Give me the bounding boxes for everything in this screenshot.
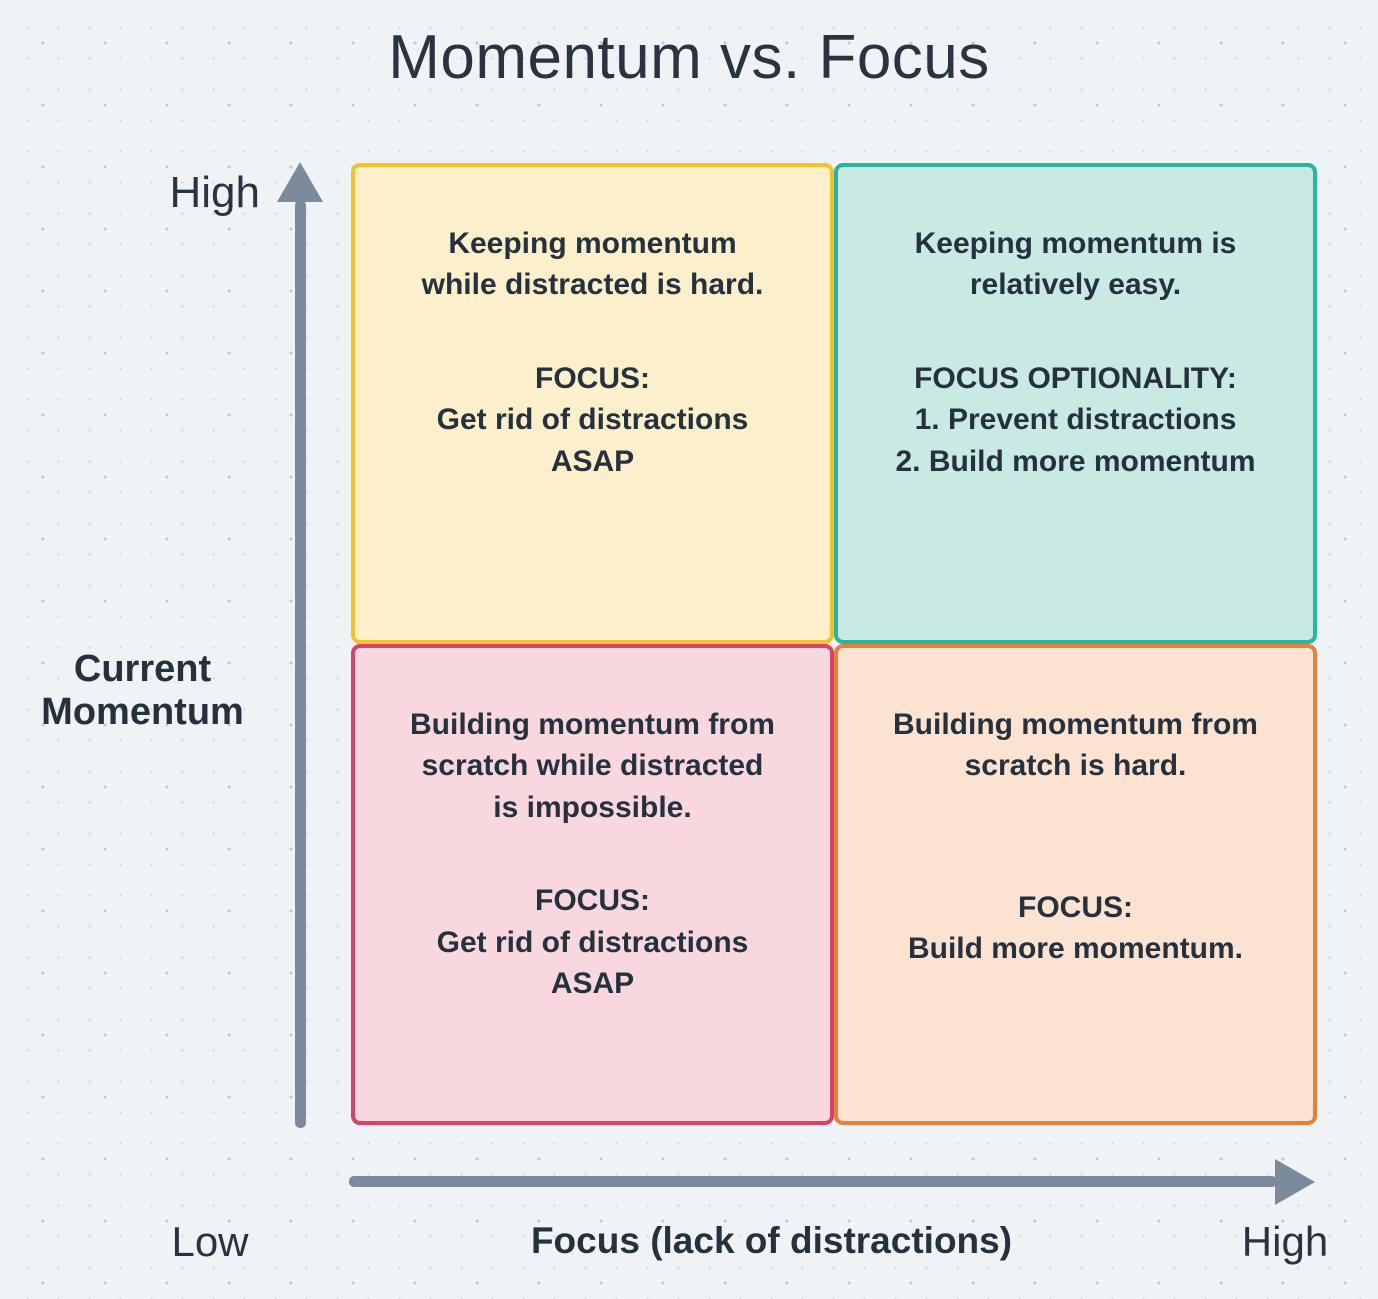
quadrant-headline: Keeping momentum is relatively easy. xyxy=(914,227,1237,302)
quadrant-action: FOCUS OPTIONALITY: 1. Prevent distractio… xyxy=(895,361,1256,478)
quadrant-high-momentum-low-focus[interactable]: Keeping momentum while distracted is har… xyxy=(351,163,834,644)
x-axis-low-label: Low xyxy=(171,1218,249,1265)
quadrant-action: FOCUS: Get rid of distractions ASAP xyxy=(436,361,749,478)
quadrant-high-momentum-high-focus[interactable]: Keeping momentum is relatively easy. FOC… xyxy=(834,163,1317,644)
x-axis-high-label: High xyxy=(1241,1218,1329,1265)
quadrant-headline: Building momentum from scratch while dis… xyxy=(410,708,775,824)
y-axis-high-label: High xyxy=(169,168,261,217)
y-axis-title: Current Momentum xyxy=(41,648,244,733)
arrow-right-icon xyxy=(349,1159,1315,1205)
arrow-up-icon xyxy=(277,162,323,1128)
quadrant-low-momentum-high-focus[interactable]: Building momentum from scratch is hard. … xyxy=(834,644,1317,1125)
x-axis-title: Focus (lack of distractions) xyxy=(530,1220,1013,1261)
page-title: Momentum vs. Focus xyxy=(388,23,990,92)
quadrant-headline: Keeping momentum while distracted is har… xyxy=(421,227,764,302)
quadrant-action: FOCUS: Get rid of distractions ASAP xyxy=(436,884,749,1000)
quadrant-headline: Building momentum from scratch is hard. xyxy=(893,708,1258,783)
quadrant-low-momentum-low-focus[interactable]: Building momentum from scratch while dis… xyxy=(351,644,834,1125)
quadrant-action: FOCUS: Build more momentum. xyxy=(907,890,1244,966)
quadrant-matrix: Keeping momentum while distracted is har… xyxy=(351,163,1317,1125)
